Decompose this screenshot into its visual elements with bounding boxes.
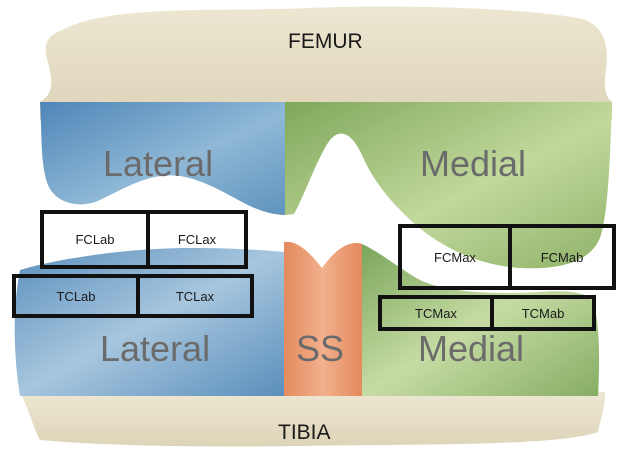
fc-medial-box: FCMax FCMab — [398, 224, 616, 290]
tc-medial-cell-0: TCMax — [415, 305, 457, 321]
tibia-medial-plateau — [362, 244, 600, 396]
femur-label: FEMUR — [288, 30, 363, 53]
box-divider — [490, 299, 494, 327]
tibia-medial-label: Medial — [418, 328, 525, 369]
fc-lateral-cell-0: FCLab — [75, 232, 115, 247]
tc-lateral-cell-0: TCLab — [56, 288, 96, 304]
femur-lateral-condyle — [40, 102, 285, 215]
tibia-lateral-plateau — [14, 248, 285, 396]
tc-lateral-box: TCLab TCLax — [12, 274, 254, 318]
fc-lateral-box: FCLab FCLax — [40, 210, 248, 269]
femur-lateral-label: Lateral — [103, 143, 214, 184]
septum-shape — [284, 241, 362, 396]
box-divider — [508, 228, 512, 286]
box-divider — [146, 214, 150, 265]
femur-bone-shape — [40, 6, 612, 121]
tc-lateral-cell-1: TCLax — [175, 288, 215, 304]
fc-medial-cell-0: FCMax — [434, 249, 476, 265]
box-divider — [136, 278, 140, 314]
fc-lateral-cell-1: FCLax — [177, 232, 217, 247]
tibia-bone-shape — [20, 392, 606, 447]
femur-medial-label: Medial — [420, 143, 527, 184]
fc-medial-cell-1: FCMab — [540, 249, 584, 265]
septum-label: SS — [296, 328, 345, 369]
tibia-lateral-label: Lateral — [100, 328, 211, 369]
tc-medial-cell-1: TCMab — [521, 305, 565, 321]
tc-medial-box: TCMax TCMab — [378, 295, 596, 331]
tibia-label: TIBIA — [278, 421, 331, 444]
